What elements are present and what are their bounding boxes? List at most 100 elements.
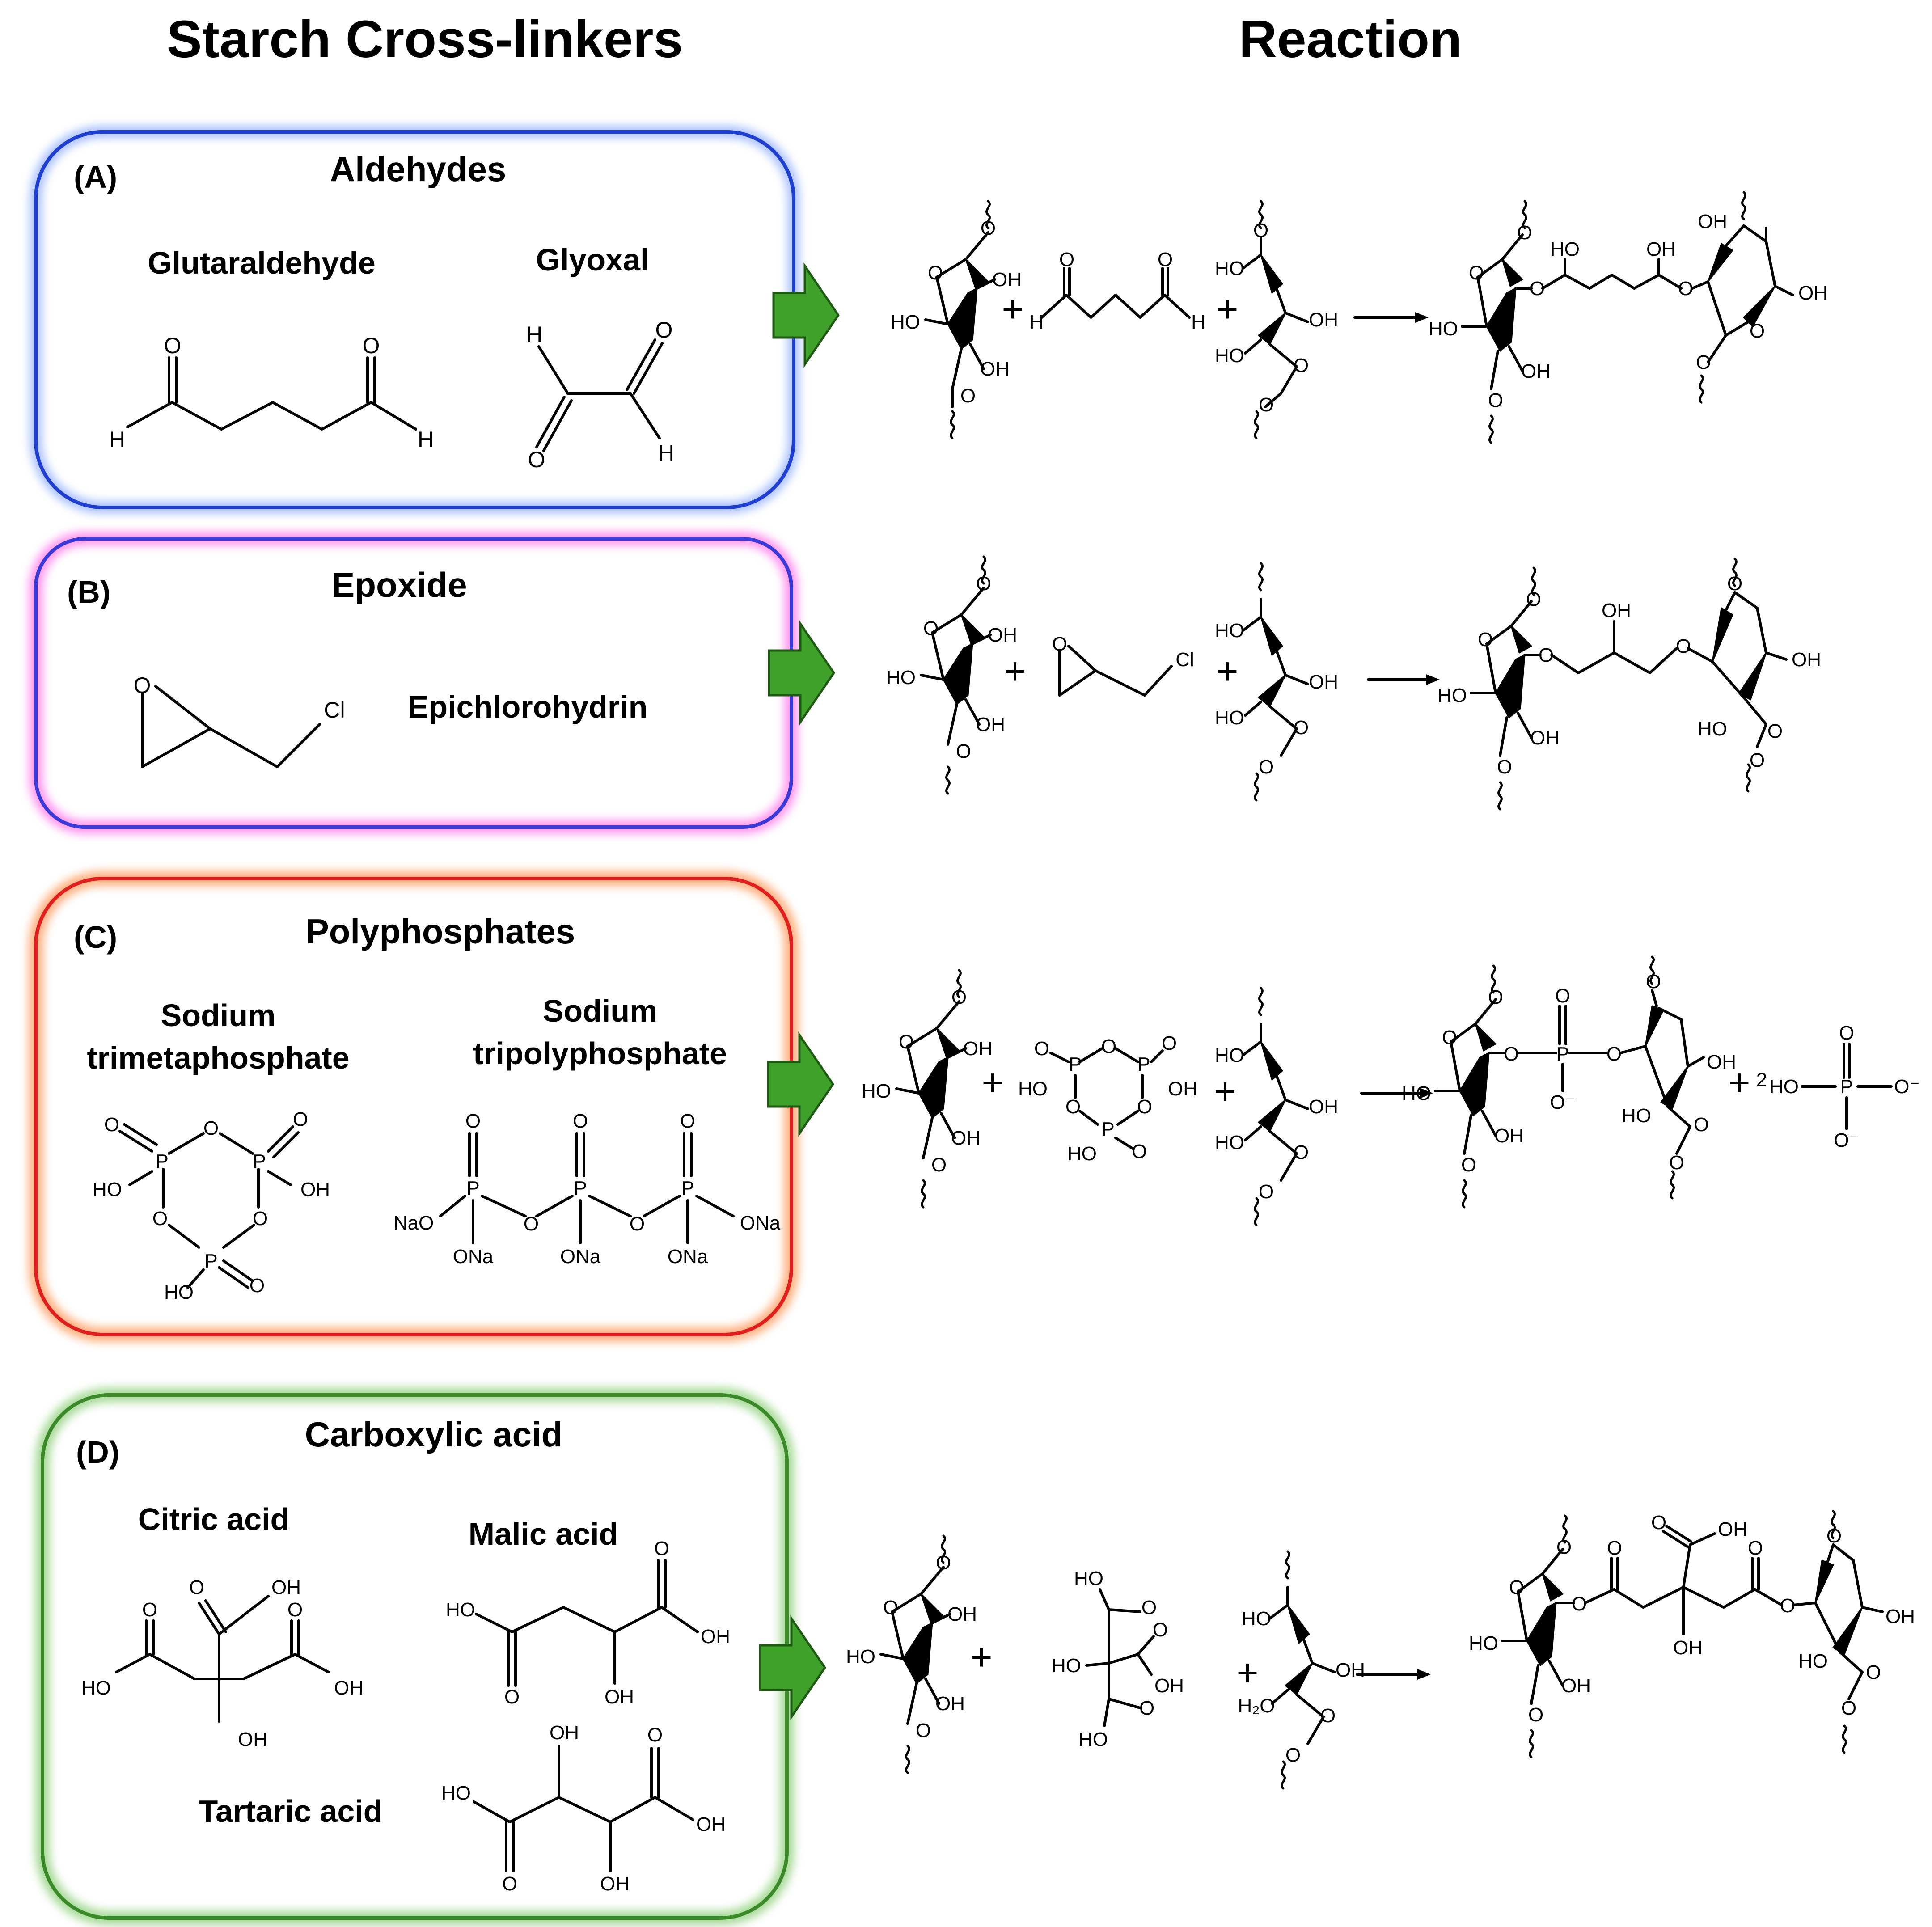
atom-label: O xyxy=(1320,1705,1336,1727)
atom-label: O xyxy=(249,1275,265,1297)
atom-label: O xyxy=(1676,635,1691,657)
atom-label: OH xyxy=(1885,1606,1915,1627)
atom-label: O xyxy=(1866,1661,1881,1683)
glucose-unit: HO OH HO O O xyxy=(1215,563,1338,800)
tartaric-acid-structure: HO OH O OH O OH xyxy=(441,1722,726,1895)
atom-label: H xyxy=(526,322,542,347)
atom-label: H₂O xyxy=(1238,1695,1275,1717)
atom-label: H xyxy=(1191,311,1205,333)
atom-label: ONa xyxy=(560,1246,601,1268)
atom-label: O xyxy=(923,617,939,639)
atom-label: P xyxy=(1556,1043,1569,1065)
atom-label: O xyxy=(1530,278,1545,300)
atom-label: O xyxy=(1780,1595,1795,1617)
panel-a-letter: (A) xyxy=(74,160,117,194)
epichlorohydrin-label: Epichlorohydrin xyxy=(408,689,648,724)
atom-label: HO xyxy=(446,1599,475,1621)
atom-label: O xyxy=(1555,985,1570,1007)
atom-label: O xyxy=(1101,1035,1116,1057)
panel-c-letter: (C) xyxy=(74,920,117,955)
atom-label: O xyxy=(134,673,151,698)
atom-label: OH xyxy=(1309,671,1338,693)
atom-label: HO xyxy=(81,1677,111,1699)
atom-label: ONa xyxy=(668,1246,708,1268)
atom-label: OH xyxy=(963,1038,993,1060)
plus-sign-icon: + xyxy=(1216,288,1238,330)
atom-label: O xyxy=(1059,249,1074,270)
glutaraldehyde-structure: O O H H xyxy=(109,333,434,452)
plus-sign-icon: + xyxy=(970,1636,992,1678)
atom-label: O xyxy=(1052,633,1067,655)
atom-label: O xyxy=(104,1114,119,1136)
atom-label: O xyxy=(1259,1181,1274,1203)
atom-label: O xyxy=(502,1873,517,1895)
header-cross-linkers: Starch Cross-linkers xyxy=(167,10,683,69)
atom-label: HO xyxy=(1215,1132,1244,1154)
atom-label: P xyxy=(155,1150,168,1172)
block-arrow-right-icon xyxy=(767,1031,835,1137)
atom-label: O xyxy=(1539,644,1554,666)
atom-label: O xyxy=(899,1031,914,1053)
atom-label: HO xyxy=(1052,1655,1081,1677)
atom-label: HO xyxy=(1242,1608,1271,1630)
atom-label: OH xyxy=(271,1576,301,1598)
atom-label: OH xyxy=(976,714,1005,735)
plus-sign-icon: + xyxy=(1214,1070,1236,1112)
atom-label: P xyxy=(1101,1118,1114,1140)
phosphate-cross-linked-product: O O O P O O⁻ O HO OH O O OH HO O O xyxy=(1402,957,1736,1207)
atom-label: HO xyxy=(1215,258,1244,279)
block-arrow-right-icon xyxy=(772,262,840,368)
reaction-arrow-icon xyxy=(1360,1088,1433,1099)
atom-label: OH xyxy=(1309,1096,1338,1118)
atom-label: P xyxy=(1069,1053,1082,1075)
atom-label: O xyxy=(1478,629,1493,651)
atom-label: O xyxy=(1253,220,1268,241)
atom-label: HO xyxy=(1402,1082,1431,1104)
atom-label: H xyxy=(418,427,434,452)
atom-label: OH xyxy=(300,1179,330,1200)
glucose-unit: HO OH H₂O O O xyxy=(1238,1551,1365,1788)
atom-label: O xyxy=(1294,1141,1309,1163)
plus-sign-icon: + xyxy=(1002,288,1023,330)
atom-label: P xyxy=(466,1177,479,1199)
panel-b-letter: (B) xyxy=(67,575,110,609)
atom-label: OH xyxy=(1336,1659,1365,1681)
panel-d-letter: (D) xyxy=(76,1435,119,1470)
header-reaction: Reaction xyxy=(1239,10,1462,69)
atom-label: O xyxy=(951,986,967,1008)
atom-label: HO xyxy=(1550,238,1580,260)
atom-label: OH xyxy=(935,1693,965,1715)
atom-label: OH xyxy=(1646,238,1676,260)
atom-label: O xyxy=(1750,320,1765,342)
atom-label: O xyxy=(1285,1744,1301,1766)
citric-acid-structure: O O O OH HO OH OH xyxy=(81,1576,364,1750)
glucose-unit: HO OH HO O O xyxy=(1215,988,1338,1225)
reaction-arrow-icon xyxy=(1367,674,1440,685)
atom-label: O xyxy=(363,333,380,358)
atom-label: HO xyxy=(164,1281,194,1303)
cross-linked-product: O O O HO OH O HO OH O OH OH O O xyxy=(1429,192,1828,443)
atom-label: OH xyxy=(1792,649,1821,671)
atom-label: OH xyxy=(1168,1078,1197,1100)
atom-label: OH xyxy=(980,358,1010,380)
reaction-a: O O OH HO OH O + O O H H + xyxy=(891,192,1828,443)
stpp-label-line2: tripolyphosphate xyxy=(473,1036,727,1071)
citric-acid-reagent: HO O O HO OH O HO xyxy=(1052,1568,1184,1750)
atom-label: HO xyxy=(441,1782,471,1804)
atom-label: OH xyxy=(1561,1675,1591,1697)
glucose-unit: O O OH HO OH O xyxy=(886,557,1017,794)
atom-label: O⁻ xyxy=(1894,1076,1919,1098)
block-arrow-right-icon xyxy=(759,1614,827,1721)
panel-c-title: Polyphosphates xyxy=(306,912,575,951)
plus-sign-icon: + xyxy=(1236,1652,1258,1694)
atom-label: O xyxy=(976,573,991,595)
atom-label: O xyxy=(1841,1697,1856,1719)
atom-label: HO xyxy=(1469,1632,1498,1654)
malic-acid-label: Malic acid xyxy=(469,1517,618,1551)
atom-label: O xyxy=(960,385,976,407)
atom-label: OH xyxy=(947,1603,977,1625)
atom-label: OH xyxy=(605,1686,634,1708)
atom-label: O xyxy=(142,1599,157,1621)
atom-label: O xyxy=(1839,1022,1854,1044)
atom-label: OH xyxy=(951,1127,981,1149)
